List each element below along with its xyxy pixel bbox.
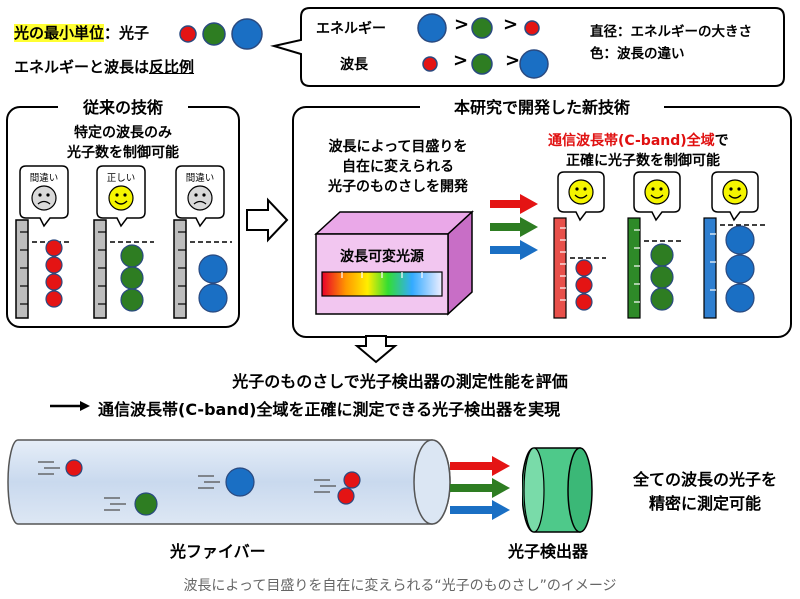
evaluation-arrow-icon: [50, 401, 90, 411]
header-photons: [179, 18, 263, 50]
out-arrow-red: [450, 456, 510, 476]
fiber-label: 光ファイバー: [170, 542, 266, 561]
legend-wave-blue: [519, 49, 549, 79]
result-line-2: 精密に測定可能: [648, 494, 761, 513]
arrow-red: [490, 194, 538, 214]
arrow-blue: [490, 240, 538, 260]
bubble-wrong-1-label: 間違い: [29, 173, 59, 184]
legend-wavelength-label: 波長: [340, 57, 368, 73]
fiber-photon-blue: [198, 467, 255, 497]
inverse-proportion-line: エネルギーと波長は反比例: [14, 56, 194, 77]
new-tech-rulers: [553, 171, 766, 319]
legend-energy-blue: [417, 13, 447, 43]
ruler-green: [627, 217, 684, 319]
bubble-right: [96, 165, 146, 228]
cband-line-1: 通信波長帯(C-band)全域で: [548, 130, 729, 150]
fiber-output-arrows: [450, 456, 510, 520]
smiley-bubble-1: [557, 171, 605, 222]
bubble-right-label: 正しい: [106, 173, 136, 184]
optical-fiber: [7, 439, 451, 525]
cband-line-2: 正確に光子数を制御可能: [566, 153, 720, 169]
conventional-rulers: [15, 165, 232, 319]
conventional-subtitle-1: 特定の波長のみ: [74, 125, 172, 141]
fiber-photon-green: [104, 492, 158, 516]
conventional-subtitle-2: 光子数を制御可能: [67, 145, 179, 161]
down-arrow: [354, 335, 398, 364]
bubble-wrong-2-label: 間違い: [185, 173, 215, 184]
inverse-keyword: 反比例: [149, 58, 195, 76]
new-tech-desc-2: 自在に変えられる: [342, 159, 454, 175]
header-photon-green: [202, 22, 226, 46]
fiber-photon-red-pair: [314, 471, 361, 505]
legend-diameter-note: 直径：エネルギーの大きさ: [590, 24, 752, 40]
smallest-unit-line: 光の最小単位：光子: [14, 22, 149, 43]
legend-gt-4: >: [505, 50, 521, 71]
legend-energy-red: [524, 20, 540, 36]
new-tech-title: 本研究で開発した新技術: [420, 94, 664, 118]
legend-energy-green: [471, 17, 493, 39]
evaluation-line-1: 光子のものさしで光子検出器の測定性能を評価: [232, 372, 568, 391]
tunable-source-label: 波長可変光源: [340, 249, 424, 265]
legend-box: [270, 7, 785, 87]
out-arrow-green: [450, 478, 510, 498]
evaluation-line-2: 通信波長帯(C-band)全域を正確に測定できる光子検出器を実現: [98, 400, 561, 419]
cband-tail: で: [714, 133, 729, 149]
result-line-1: 全ての波長の光子を: [632, 470, 777, 489]
cband-red-text: 通信波長帯(C-band)全域: [548, 133, 715, 149]
bubble-wrong-1: [19, 165, 69, 228]
legend-gt-2: >: [503, 14, 519, 35]
detector-label: 光子検出器: [508, 542, 589, 561]
ruler-blue: [703, 217, 766, 319]
ruler-1: [15, 219, 72, 319]
smiley-bubble-2: [633, 171, 681, 222]
legend-wave-red: [422, 56, 438, 72]
legend-wave-green: [471, 53, 493, 75]
smallest-unit-label: 光の最小単位: [14, 24, 105, 42]
fiber-photon-red-1: [38, 459, 83, 477]
photon-detector: [522, 447, 593, 533]
legend-gt-3: >: [453, 50, 469, 71]
legend-energy-label: エネルギー: [316, 21, 386, 37]
tunable-light-source: [314, 210, 474, 316]
ruler-red: [553, 217, 606, 319]
arrow-green: [490, 217, 538, 237]
source-output-arrows: [490, 194, 538, 260]
figure-caption: 波長によって目盛りを自在に変えられる“光子のものさし”のイメージ: [183, 578, 617, 594]
out-arrow-blue: [450, 500, 510, 520]
header-photon-red: [179, 25, 197, 43]
inverse-text: エネルギーと波長は: [14, 58, 150, 76]
smiley-bubble-3: [711, 171, 759, 222]
new-tech-desc-3: 光子のものさしを開発: [328, 179, 468, 195]
header-photon-blue: [231, 18, 263, 50]
transition-arrow: [246, 197, 289, 243]
legend-gt-1: >: [454, 14, 470, 35]
ruler-2: [93, 219, 154, 319]
new-tech-desc-1: 波長によって目盛りを: [328, 139, 468, 155]
conventional-title: 従来の技術: [58, 94, 188, 118]
bubble-wrong-2: [175, 165, 225, 228]
ruler-3: [173, 219, 232, 319]
legend-color-note: 色：波長の違い: [590, 46, 685, 62]
smallest-unit-colon: ：光子: [104, 24, 150, 42]
